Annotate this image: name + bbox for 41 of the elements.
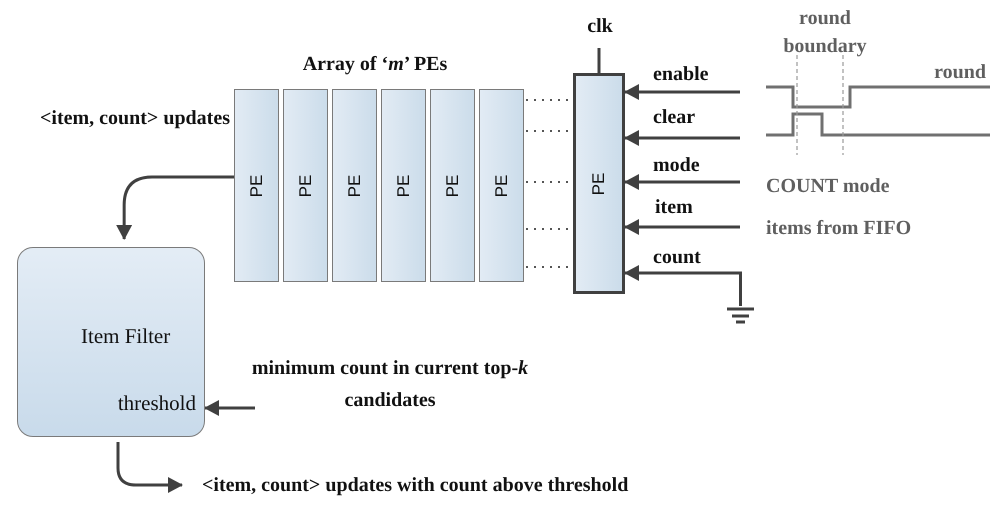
box-label: PE — [344, 174, 364, 197]
arrow — [116, 442, 183, 493]
arrow — [624, 84, 740, 100]
arrow — [624, 130, 740, 146]
filter-box — [17, 247, 205, 437]
processing-element-box — [573, 73, 625, 294]
processing-element-box — [234, 89, 279, 282]
processing-element-box — [332, 89, 377, 282]
edge-label: minimum count in current top-k candidates — [250, 356, 530, 413]
ground-symbol — [727, 306, 754, 324]
box-label: PE — [246, 174, 266, 197]
arrow — [204, 400, 255, 416]
box-label: PE — [589, 172, 609, 195]
edge-label: enable — [653, 62, 709, 87]
edge-label: count — [653, 245, 701, 270]
processing-element-box — [479, 89, 524, 282]
edge-label: clk — [586, 14, 614, 39]
processing-element-box — [430, 89, 475, 282]
box-label: PE — [394, 174, 414, 197]
box-label: PE — [442, 174, 462, 197]
edge-label: mode — [653, 153, 700, 178]
edge-label: clear — [653, 105, 696, 130]
line — [598, 48, 600, 73]
processing-element-box — [381, 89, 426, 282]
arrow — [624, 174, 740, 190]
box-title: Item Filter — [81, 324, 170, 349]
annotation-text: items from FIFO — [766, 216, 912, 241]
arrow — [624, 219, 740, 235]
annotation-text: round — [934, 60, 986, 85]
edge-label: item — [655, 195, 693, 220]
edge-label: <item, count> updates — [38, 106, 232, 131]
box-label: PE — [296, 174, 316, 197]
array-title: Array of ‘m’ PEs — [302, 52, 448, 77]
box-label: PE — [492, 174, 512, 197]
annotation-text: round boundary — [782, 6, 868, 59]
edge-label: <item, count> updates with count above threshold — [202, 473, 628, 498]
annotation-text: COUNT mode — [766, 174, 890, 199]
arrow — [624, 265, 742, 306]
processing-element-box — [283, 89, 328, 282]
port-label: threshold — [118, 391, 196, 416]
arrow — [116, 176, 234, 240]
